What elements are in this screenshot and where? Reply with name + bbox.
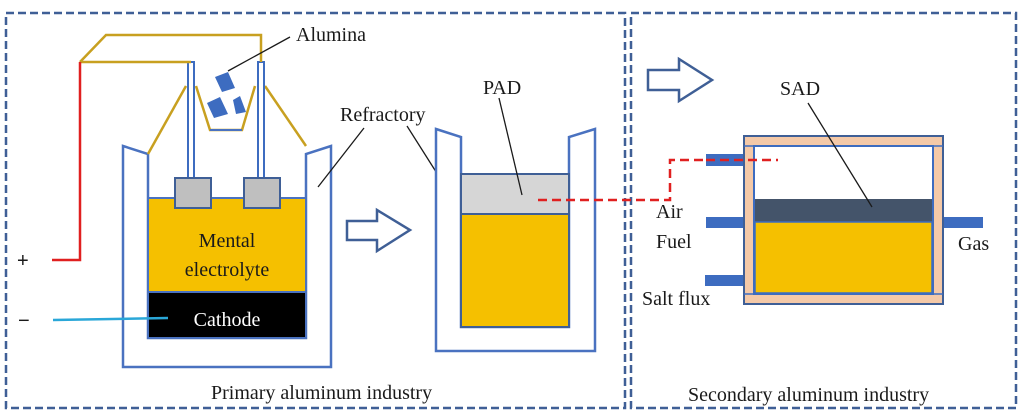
salt-flux-label: Salt flux bbox=[642, 288, 710, 310]
hood-right bbox=[263, 85, 308, 147]
anode-block-right bbox=[243, 177, 281, 209]
electrolyte-layer bbox=[147, 197, 307, 293]
anode-block-left bbox=[174, 177, 212, 209]
negative-wire bbox=[52, 316, 169, 322]
minus-sign: − bbox=[18, 310, 30, 332]
plus-sign: + bbox=[17, 250, 29, 272]
positive-wire bbox=[52, 62, 82, 262]
electrolyte-label-line2: electrolyte bbox=[185, 259, 270, 281]
bus-bar-top bbox=[79, 33, 263, 63]
alumina-label: Alumina bbox=[296, 24, 366, 46]
alumina-leader-line bbox=[227, 36, 291, 72]
sad-label: SAD bbox=[780, 78, 820, 100]
alumina-particle bbox=[215, 72, 235, 92]
fuel-inlet-pipe bbox=[706, 217, 744, 228]
cathode-label: Cathode bbox=[194, 309, 261, 331]
electrolyte-label-line1: Mental bbox=[199, 230, 256, 252]
gas-label: Gas bbox=[958, 233, 989, 255]
cathode-block bbox=[147, 291, 307, 339]
alumina-particle bbox=[207, 97, 228, 118]
primary-panel-caption: Primary aluminum industry bbox=[211, 382, 432, 404]
sad-leader-line bbox=[807, 102, 873, 208]
rotary-furnace: SAD Air Fuel Salt flux Gas bbox=[642, 78, 989, 310]
process-arrow-1 bbox=[345, 207, 413, 254]
hood-left bbox=[146, 85, 188, 155]
pad-leader-line bbox=[498, 97, 523, 196]
pad-label: PAD bbox=[483, 77, 521, 99]
feeder-hopper bbox=[194, 85, 257, 132]
sad-layer bbox=[755, 199, 932, 222]
secondary-panel-caption: Secondary aluminum industry bbox=[688, 384, 929, 406]
pad-metal-layer bbox=[460, 213, 570, 328]
pad-layer bbox=[460, 173, 570, 215]
furnace-metal-layer bbox=[754, 221, 933, 294]
refractory-leader-line-left bbox=[317, 127, 365, 188]
anode-rod-right bbox=[257, 61, 265, 179]
electrolysis-cell: Alumina Refractory Mental electrolyte Ca… bbox=[17, 24, 446, 369]
gas-outlet-pipe bbox=[943, 217, 983, 228]
process-arrow-2 bbox=[646, 56, 715, 104]
pad-container: PAD bbox=[434, 77, 597, 353]
secondary-panel-border bbox=[629, 11, 1018, 410]
primary-panel-border bbox=[4, 11, 627, 410]
alumina-particle bbox=[233, 96, 246, 114]
refractory-label: Refractory bbox=[340, 104, 426, 126]
fuel-label: Fuel bbox=[656, 231, 692, 253]
air-label: Air bbox=[656, 201, 683, 223]
salt-flux-inlet-pipe bbox=[705, 275, 744, 286]
anode-rod-left bbox=[187, 61, 195, 179]
